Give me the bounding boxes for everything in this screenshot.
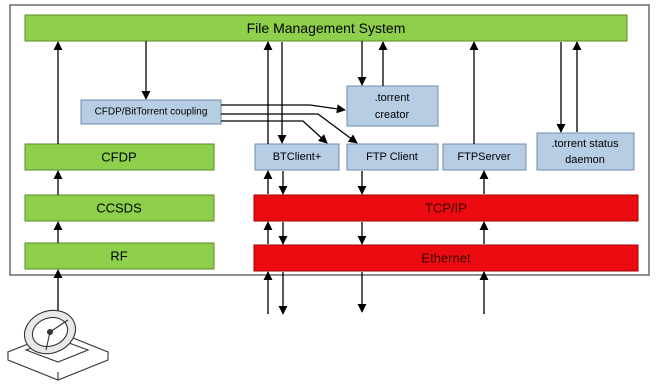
- rf-label: RF: [110, 249, 127, 264]
- torrent-creator-line1: .torrent: [375, 92, 410, 104]
- btclient-box: BTClient+: [254, 143, 340, 171]
- file-management-system-label: File Management System: [247, 20, 406, 36]
- ethernet-label: Ethernet: [421, 251, 471, 266]
- btclient-label: BTClient+: [273, 151, 322, 163]
- cfdp-label: CFDP: [101, 150, 136, 165]
- ftp-client-box: FTP Client: [346, 143, 439, 171]
- ftp-client-label: FTP Client: [366, 151, 418, 163]
- status-daemon-line1: .torrent status: [551, 138, 619, 150]
- ftp-server-label: FTPServer: [457, 151, 511, 163]
- cfdp-bittorrent-coupling-box: CFDP/BitTorrent coupling: [80, 99, 222, 125]
- tcpip-label: TCP/IP: [425, 201, 467, 216]
- tcpip-box: TCP/IP: [253, 194, 639, 222]
- rf-box: RF: [24, 242, 215, 270]
- cfdp-box: CFDP: [24, 143, 215, 171]
- torrent-status-daemon-box: .torrent status daemon: [536, 132, 635, 171]
- coupling-connectors: [221, 104, 358, 144]
- app-tcpip-arrows: [263, 170, 489, 195]
- ccsds-label: CCSDS: [96, 201, 142, 216]
- file-management-system-box: File Management System: [24, 14, 628, 42]
- satellite-dish-icon: [6, 309, 110, 381]
- torrent-creator-line2: creator: [375, 109, 410, 121]
- ccsds-box: CCSDS: [24, 194, 215, 222]
- ethernet-external-arrows: [263, 271, 489, 315]
- torrent-creator-box: .torrent creator: [346, 85, 439, 127]
- tcpip-ethernet-arrows: [263, 221, 489, 245]
- status-daemon-line2: daemon: [565, 154, 605, 166]
- ethernet-box: Ethernet: [253, 244, 639, 272]
- coupling-label: CFDP/BitTorrent coupling: [95, 107, 208, 118]
- ftp-server-box: FTPServer: [442, 143, 527, 171]
